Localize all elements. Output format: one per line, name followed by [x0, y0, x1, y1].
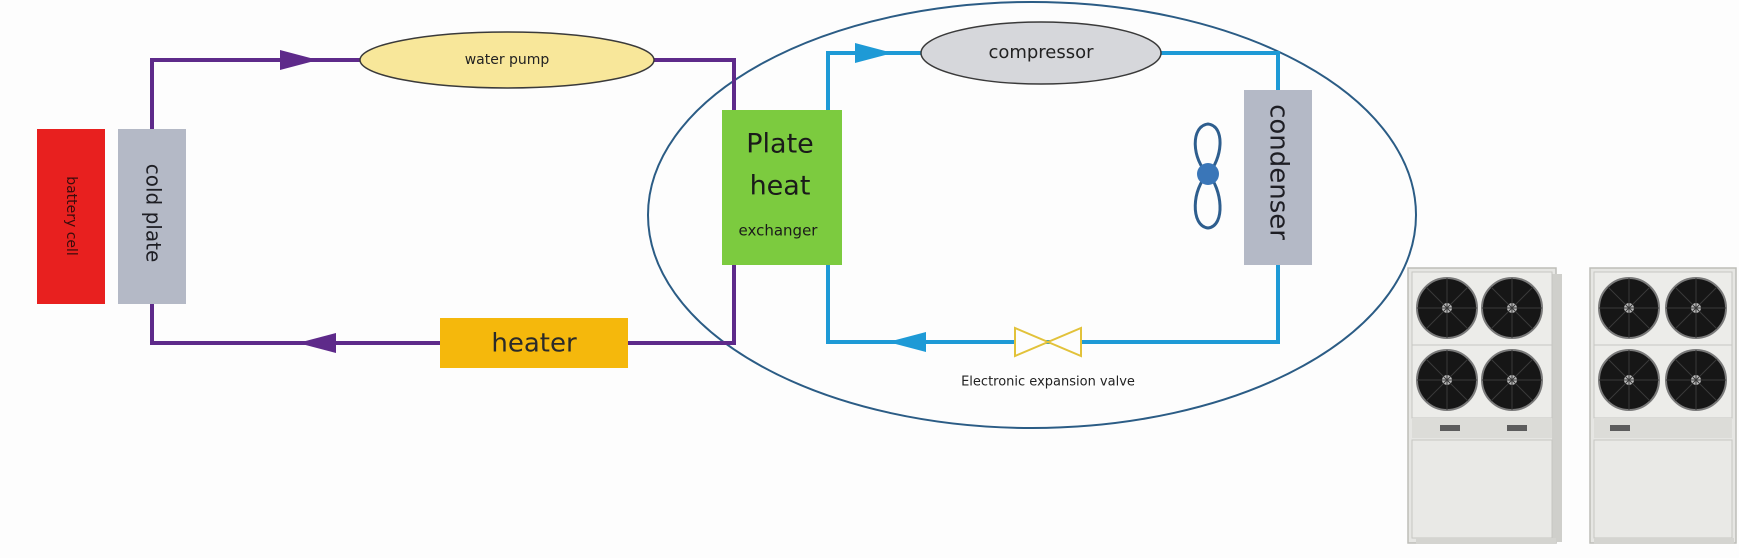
- refrigerant-system-enclosure: [647, 1, 1417, 429]
- chiller-unit: [1589, 267, 1737, 544]
- flow-arrow-icon: [280, 50, 318, 70]
- fan-icon: [1598, 277, 1660, 339]
- flow-arrow-icon: [298, 333, 336, 353]
- fan-icon: [1416, 277, 1478, 339]
- heater-label: heater: [491, 329, 577, 359]
- cold-plate-label: cold plate: [142, 164, 166, 263]
- compressor-label: compressor: [988, 42, 1094, 63]
- refrigerant-pipe-bottom: [826, 262, 1280, 344]
- refrigerant-loop: [826, 51, 1280, 344]
- cold-plate-block: [118, 129, 186, 304]
- plate-heat-exchanger-label-line3: exchanger: [739, 222, 819, 240]
- condenser-label: condenser: [1264, 104, 1294, 240]
- condenser-block: [1244, 90, 1312, 265]
- fan-icon: [1416, 349, 1478, 411]
- fan-icon: [1193, 122, 1222, 230]
- compressor-block: [920, 21, 1162, 85]
- expansion-valve-icon: [1014, 326, 1082, 358]
- fan-icon: [1665, 349, 1727, 411]
- plate-heat-exchanger-label-line2: heat: [750, 171, 811, 202]
- battery-cell-label: battery cell: [63, 176, 79, 256]
- water-pump-block: [359, 31, 655, 89]
- fan-icon: [1598, 349, 1660, 411]
- expansion-valve-label: Electronic expansion valve: [961, 375, 1135, 390]
- heater-block: [440, 318, 628, 368]
- plate-heat-exchanger-block: [722, 110, 842, 265]
- water-pump-label: water pump: [465, 52, 550, 68]
- flow-arrow-icon: [888, 332, 926, 352]
- fan-icon: [1481, 349, 1543, 411]
- outdoor-units-photo: [1407, 267, 1737, 544]
- battery-cell-block: [37, 129, 105, 304]
- fan-icon: [1481, 277, 1543, 339]
- plate-heat-exchanger-label-line1: Plate: [746, 129, 814, 160]
- fan-icon: [1665, 277, 1727, 339]
- flow-arrow-icon: [855, 43, 893, 63]
- coolant-loop: [150, 58, 736, 345]
- chiller-unit: [1407, 267, 1562, 544]
